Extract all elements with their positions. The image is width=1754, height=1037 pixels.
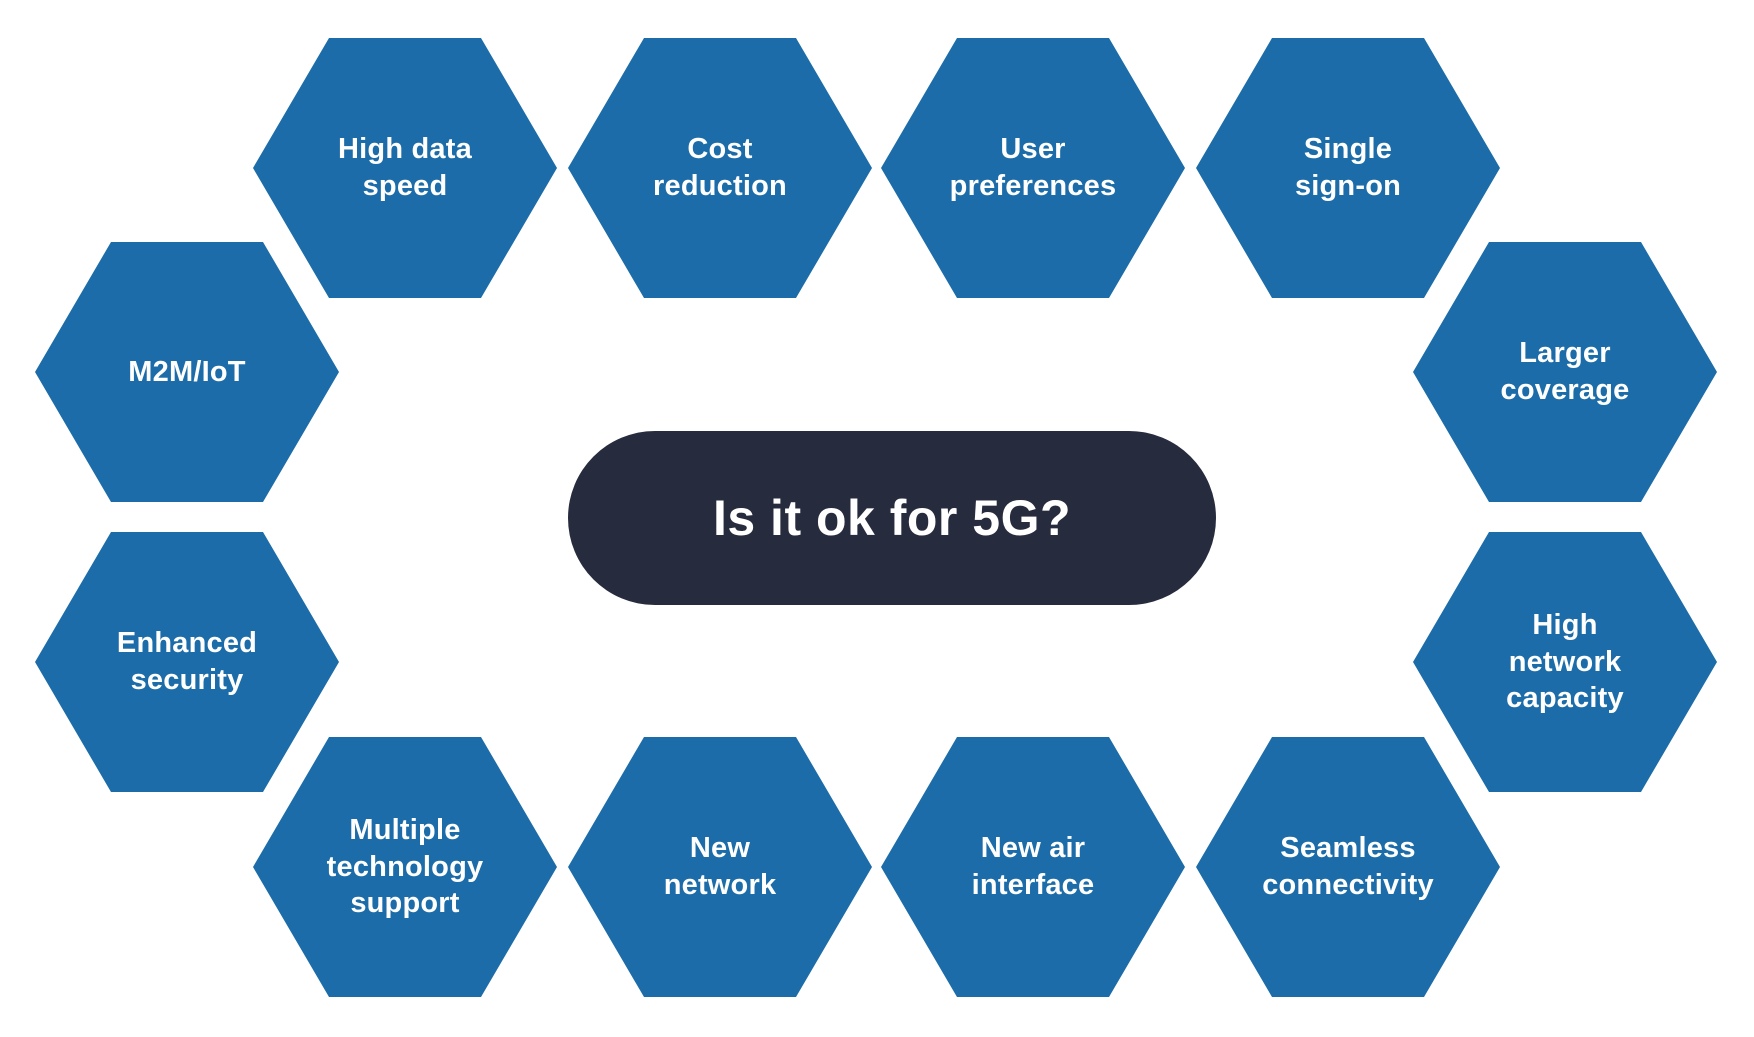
center-question-label: Is it ok for 5G?	[712, 490, 1072, 546]
hexagon-multiple-technology-support-label: Multiple technology support	[326, 814, 484, 920]
hexagon-high-network-capacity-label: High network capacity	[1506, 609, 1624, 715]
hexagon-user-preferences: User preferences	[881, 38, 1185, 298]
hexagon-single-sign-on-label: Single sign-on	[1294, 133, 1402, 202]
hexagon-high-data-speed: High data speed	[253, 38, 557, 298]
hexagon-cost-reduction-label: Cost reduction	[653, 133, 787, 202]
hexagon-seamless-connectivity-label: Seamless connectivity	[1262, 832, 1434, 901]
hexagon-high-data-speed-label: High data speed	[338, 133, 472, 202]
hexagon-new-air-interface-label: New air interface	[971, 832, 1095, 901]
hexagon-larger-coverage: Larger coverage	[1413, 242, 1717, 502]
hexagon-m2m-iot-label: M2M/IoT	[128, 355, 246, 388]
hexagon-new-network: New network	[568, 737, 872, 997]
hexagon-user-preferences-label: User preferences	[949, 133, 1117, 202]
hexagon-cost-reduction: Cost reduction	[568, 38, 872, 298]
hexagon-enhanced-security-label: Enhanced security	[116, 627, 258, 696]
hexagon-multiple-technology-support: Multiple technology support	[253, 737, 557, 997]
center-question-pill: Is it ok for 5G?	[568, 431, 1216, 605]
hexagon-single-sign-on: Single sign-on	[1196, 38, 1500, 298]
hexagon-enhanced-security: Enhanced security	[35, 532, 339, 792]
hexagon-larger-coverage-label: Larger coverage	[1500, 337, 1630, 406]
hexagon-new-network-label: New network	[663, 832, 777, 901]
hexagon-high-network-capacity: High network capacity	[1413, 532, 1717, 792]
hexagon-new-air-interface: New air interface	[881, 737, 1185, 997]
hexagon-seamless-connectivity: Seamless connectivity	[1196, 737, 1500, 997]
hexagon-m2m-iot: M2M/IoT	[35, 242, 339, 502]
